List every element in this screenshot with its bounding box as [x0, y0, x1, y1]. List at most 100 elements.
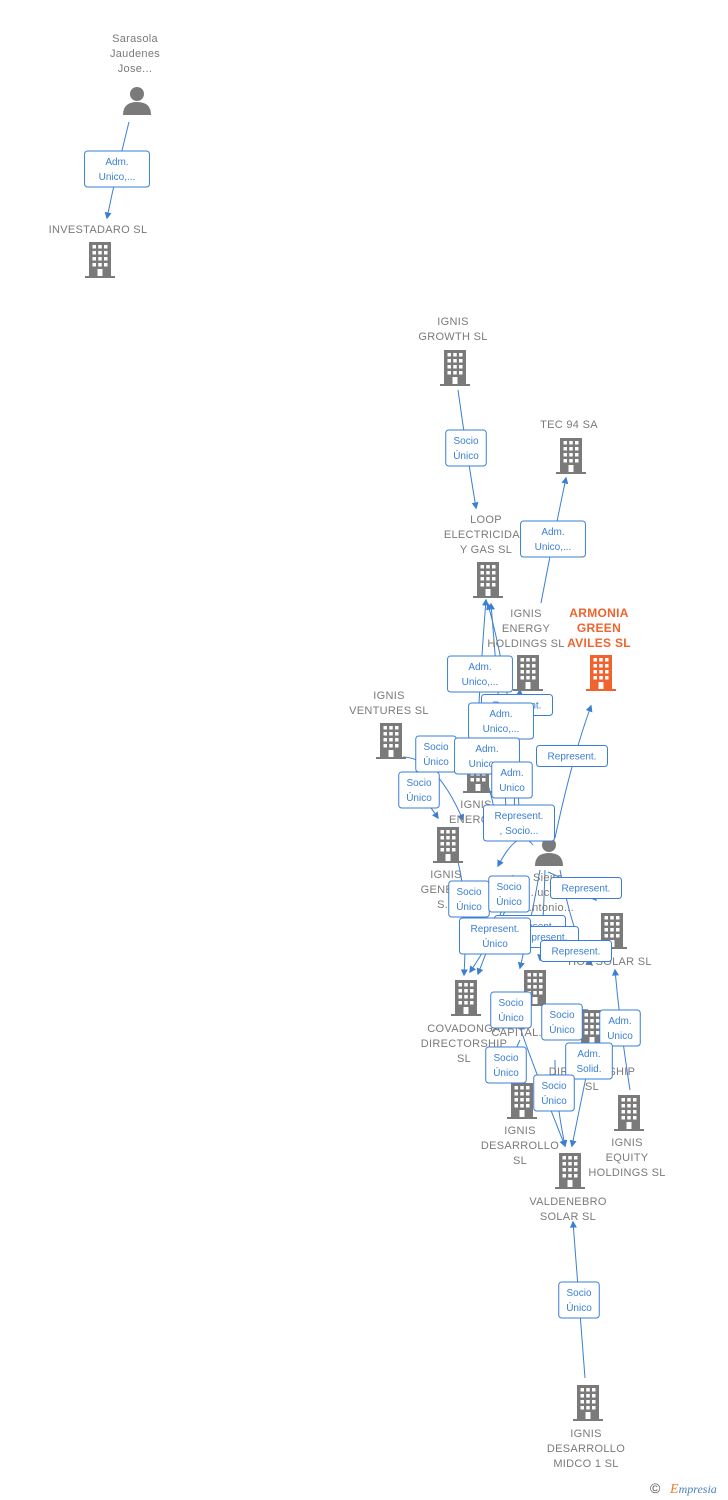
relation-label-text: Unico,... — [483, 724, 520, 735]
node-ignis-desarrollo[interactable]: IGNIS DESARROLLO SL — [481, 1083, 559, 1167]
node-label: SOLAR SL — [540, 1211, 596, 1223]
node-label: IGNIS — [504, 1125, 535, 1137]
building-icon — [556, 438, 586, 474]
node-label: ARMONIA — [569, 606, 628, 620]
relation-label-text: , Socio... — [500, 826, 539, 837]
relation-label[interactable]: Adm. Solid. — [565, 1042, 613, 1080]
node-sarasola[interactable]: SarasolaJaudenesJose... — [110, 33, 160, 115]
node-tec94[interactable]: TEC 94 SA — [540, 419, 598, 474]
relation-label[interactable]: Adm.Unico,... — [520, 520, 586, 558]
relation-label[interactable]: Represent. — [550, 877, 622, 899]
node-label: SL — [513, 1155, 527, 1167]
relation-label-text: Único — [423, 755, 449, 768]
relation-label[interactable]: Represent. — [540, 940, 612, 962]
relation-label-text: Adm. — [608, 1016, 631, 1027]
node-capital[interactable]: CAPITAL... — [491, 970, 550, 1039]
relation-label[interactable]: Adm.Unico — [599, 1009, 641, 1047]
node-label: Y GAS SL — [460, 544, 512, 556]
relation-edge — [497, 838, 534, 868]
building-icon — [473, 562, 503, 598]
relation-label-text: Único — [493, 1066, 519, 1079]
relation-label-text: Socio — [541, 1081, 566, 1092]
relation-label-text: Socio — [496, 882, 521, 893]
relation-label-text: Socio — [493, 1053, 518, 1064]
relation-label-text: Único — [498, 1011, 524, 1024]
relation-label-text: Adm. — [489, 709, 512, 720]
relation-label-text: Adm. — [577, 1049, 600, 1060]
node-label: ENERGY — [502, 623, 551, 635]
relation-label-text: Único — [456, 900, 482, 913]
node-siejra[interactable]: Siejra...ucie......ntonio... — [522, 838, 574, 914]
relation-label-text: Socio — [456, 887, 481, 898]
relation-label-box — [541, 1003, 583, 1041]
relation-label-box — [540, 940, 612, 962]
relation-label[interactable]: Adm.Unico,... — [84, 150, 150, 188]
node-label: IGNIS — [430, 869, 461, 881]
edge-labels-layer: Adm.Unico,...SocioÚnicoAdm.Unico,...Adm.… — [84, 150, 641, 1319]
relation-label-text: Socio — [566, 1288, 591, 1299]
building-icon — [451, 980, 481, 1016]
building-icon — [440, 350, 470, 386]
relation-label-text: Adm. — [105, 157, 128, 168]
node-label: DIRECTORSHIP — [421, 1038, 508, 1050]
relation-label[interactable]: Represent.Único — [459, 917, 531, 955]
relation-label-text: Socio — [406, 778, 431, 789]
relation-label-text: Socio — [549, 1010, 574, 1021]
building-icon — [85, 242, 115, 278]
node-label: IGNIS — [510, 608, 541, 620]
relation-label-box — [485, 1046, 527, 1084]
relation-label-box — [558, 1281, 600, 1319]
relation-label-text: Solid. — [576, 1064, 601, 1075]
relation-label[interactable]: Represent. , Socio... — [483, 804, 555, 842]
relation-label[interactable]: Adm.Unico,... — [447, 655, 513, 693]
relation-label[interactable]: Adm.Unico — [491, 761, 533, 799]
node-label: HOLDINGS SL — [487, 638, 564, 650]
relation-label-text: Adm. — [541, 527, 564, 538]
relation-label-box — [536, 745, 608, 767]
relation-label-box — [84, 150, 150, 188]
node-ignis-energy-holdings[interactable]: IGNIS ENERGY HOLDINGS SL — [487, 608, 564, 691]
person-icon — [535, 838, 563, 866]
node-label: HOLDINGS SL — [588, 1167, 665, 1179]
node-label: AVILES SL — [567, 636, 631, 650]
brand-logo[interactable]: Empresia — [670, 1482, 717, 1498]
relation-label-text: Represent. — [495, 811, 544, 822]
relation-label[interactable]: Adm. Unico,... — [468, 702, 534, 740]
relation-label-text: Unico,... — [462, 677, 499, 688]
node-label: CAPITAL... — [491, 1027, 548, 1039]
node-investadaro[interactable]: INVESTADARO SL — [49, 224, 148, 278]
brand-logo-rest: mpresia — [678, 1482, 717, 1496]
building-icon — [614, 1095, 644, 1131]
building-icon — [513, 655, 543, 691]
relation-label[interactable]: Represent. — [536, 745, 608, 767]
building-icon — [376, 723, 406, 759]
node-label: MIDCO 1 SL — [553, 1458, 618, 1470]
relation-label-text: Unico,... — [469, 759, 506, 770]
relation-label-text: Único — [549, 1023, 575, 1036]
node-label: DESARROLLO — [481, 1140, 559, 1152]
person-icon — [123, 87, 151, 115]
relation-label-box — [488, 875, 530, 913]
building-icon — [573, 1385, 603, 1421]
relation-label-text: Adm. — [500, 768, 523, 779]
node-label: SL — [585, 1081, 599, 1093]
